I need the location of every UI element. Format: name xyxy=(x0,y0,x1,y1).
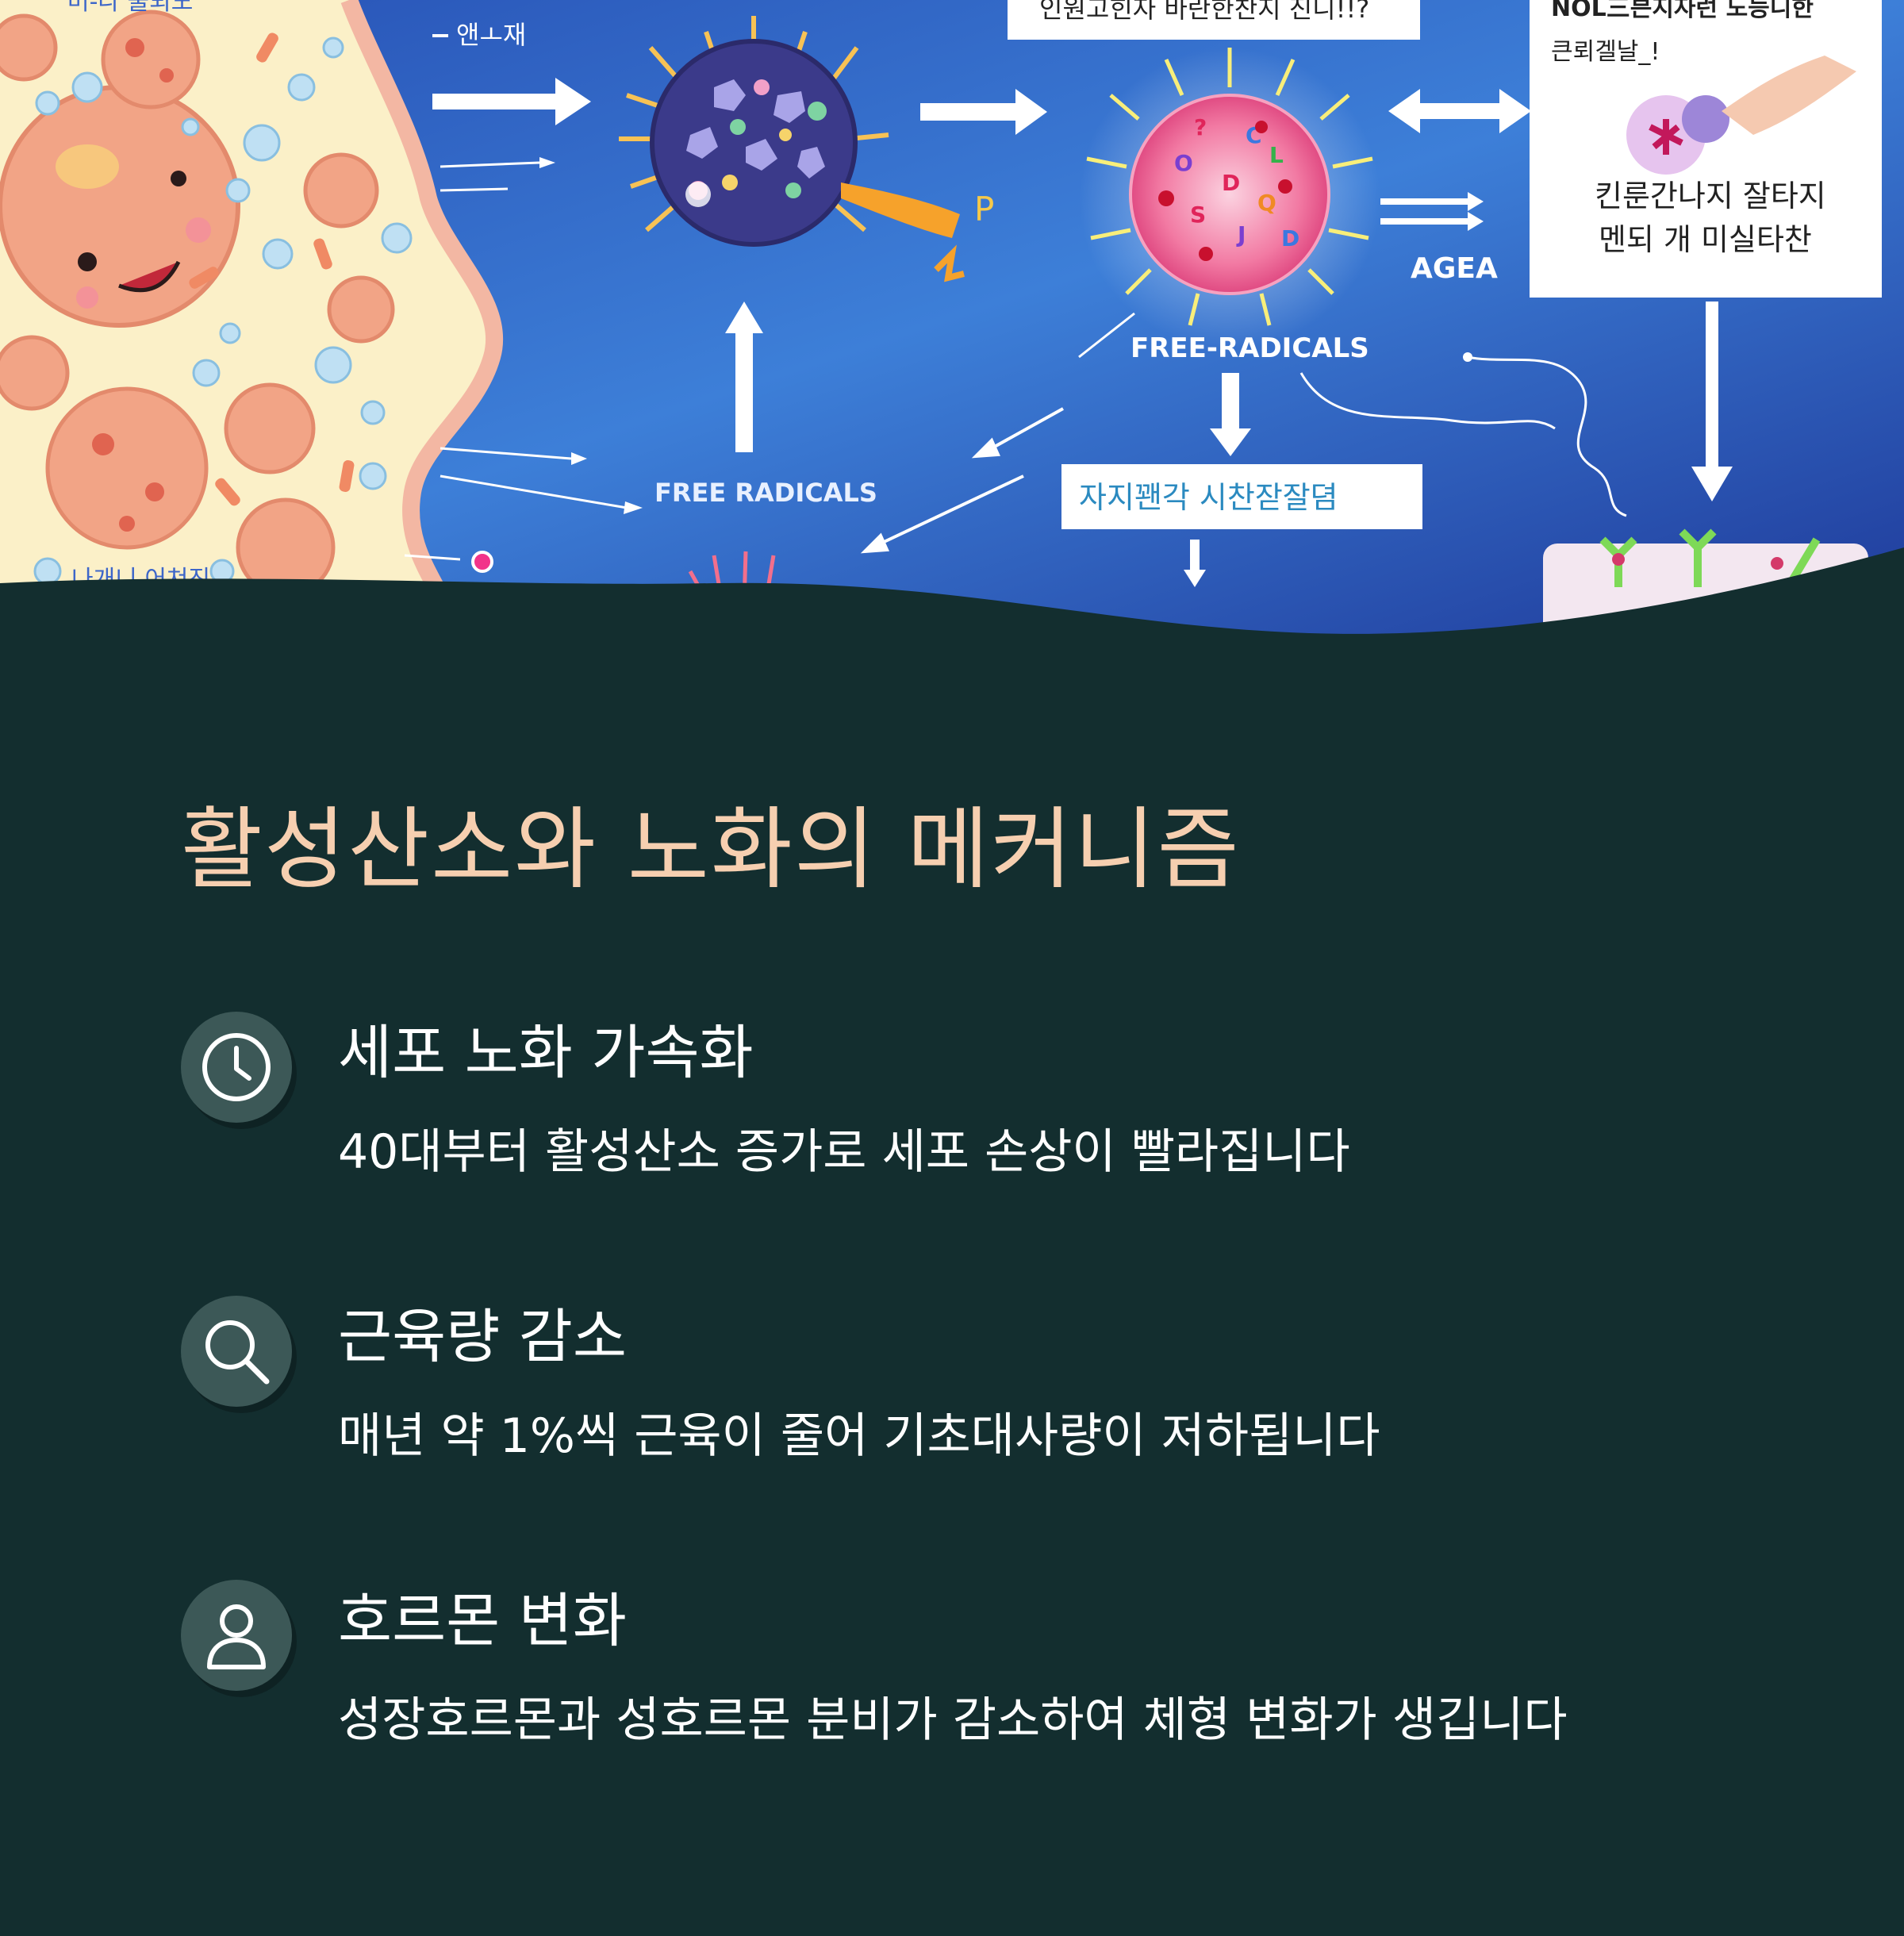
svg-text:?: ? xyxy=(1194,114,1207,140)
feature-title: 호르몬 변화 xyxy=(338,1587,627,1655)
label-right-3: 킨룬간나지 잘타지 xyxy=(1595,179,1826,213)
svg-text:J: J xyxy=(1236,221,1246,248)
feature-icon-circle xyxy=(181,1296,292,1407)
svg-text:O: O xyxy=(1174,150,1193,176)
label-box xyxy=(1061,464,1422,529)
label-p: P xyxy=(974,190,994,229)
receptor-icons xyxy=(1599,528,1821,587)
arrow-double xyxy=(1380,89,1531,231)
hero-illustration: 머-나 줄되노 나개니 어쳐진 앤ㅗ재 xyxy=(0,0,1904,635)
label-top-left: 머-나 줄되노 xyxy=(67,0,193,16)
label-free-radicals-center: FREE-RADICALS xyxy=(1130,332,1369,364)
flame-jet xyxy=(841,182,960,238)
top-banner-box xyxy=(1008,0,1420,40)
svg-text:Q: Q xyxy=(1257,190,1276,216)
label-right-1: NOL三븐지자런 도능니한 xyxy=(1551,0,1814,22)
label-box-text: 자지꽨각 시찬잗잘뎜 xyxy=(1079,480,1338,515)
feature-icon-circle xyxy=(181,1580,292,1691)
feature-description: 성장호르몬과 성호르몬 분비가 감소하여 체형 변화가 생깁니다 xyxy=(338,1692,1568,1748)
feature-item-hormone-change: 호르몬 변화 성장호르몬과 성호르몬 분비가 감소하여 체형 변화가 생깁니다 xyxy=(181,1580,1688,1770)
arrow-right-mid xyxy=(920,89,1047,135)
signal-line xyxy=(1467,355,1627,517)
user-icon xyxy=(207,1604,266,1669)
wave-divider xyxy=(0,547,1904,635)
feature-title: 세포 노화 가속화 xyxy=(338,1019,754,1087)
pink-sphere: ? C L O D Q S J D xyxy=(1079,48,1380,349)
label-left-arrow: 앤ㅗ재 xyxy=(456,20,526,50)
label-free-radicals-left: FREE RADICALS xyxy=(654,478,877,508)
arrow-up xyxy=(725,302,763,452)
svg-text:L: L xyxy=(1269,142,1284,168)
label-right-2: 큰뢰겔날_! xyxy=(1551,38,1660,66)
label-agea: AGEA xyxy=(1411,252,1498,285)
label-top-banner: 인원고힌자 바란한찬지 진니!!? xyxy=(1039,0,1369,24)
feature-item-cell-aging: 세포 노화 가속화 40대부터 활성산소 증가로 세포 손상이 빨라집니다 xyxy=(181,1012,1688,1202)
arrows-diagonal xyxy=(860,407,1064,554)
feature-description: 매년 약 1%씩 근육이 줄어 기초대사량이 저하됩니다 xyxy=(338,1408,1380,1464)
right-panel xyxy=(1530,0,1882,298)
svg-text:D: D xyxy=(1222,170,1240,196)
section-title: 활성산소와 노화의 메커니즘 xyxy=(181,798,1241,901)
feature-icon-circle xyxy=(181,1012,292,1123)
feature-title: 근육량 감소 xyxy=(338,1303,627,1371)
svg-text:S: S xyxy=(1190,202,1206,228)
arrow-down-2 xyxy=(1184,540,1206,587)
hand-icon xyxy=(1722,56,1856,135)
label-right-4: 멘되 개 미실타찬 xyxy=(1599,222,1812,257)
arrow-down-right xyxy=(1691,302,1733,501)
arrow-down xyxy=(1210,373,1251,456)
feature-description: 40대부터 활성산소 증가로 세포 손상이 빨라집니다 xyxy=(338,1124,1350,1180)
radical-sphere xyxy=(619,16,889,247)
content-section: 활성산소와 노화의 메커니즘 세포 노화 가속화 40대부터 활성산소 증가로 … xyxy=(0,635,1904,1936)
feature-item-muscle-loss: 근육량 감소 매년 약 1%씩 근육이 줄어 기초대사량이 저하됩니다 xyxy=(181,1296,1688,1486)
clock-icon xyxy=(202,1033,271,1101)
cell-cluster xyxy=(0,10,413,597)
svg-text:D: D xyxy=(1281,225,1299,252)
search-icon xyxy=(205,1320,270,1385)
arrow-group-left: 앤ㅗ재 xyxy=(404,20,643,573)
